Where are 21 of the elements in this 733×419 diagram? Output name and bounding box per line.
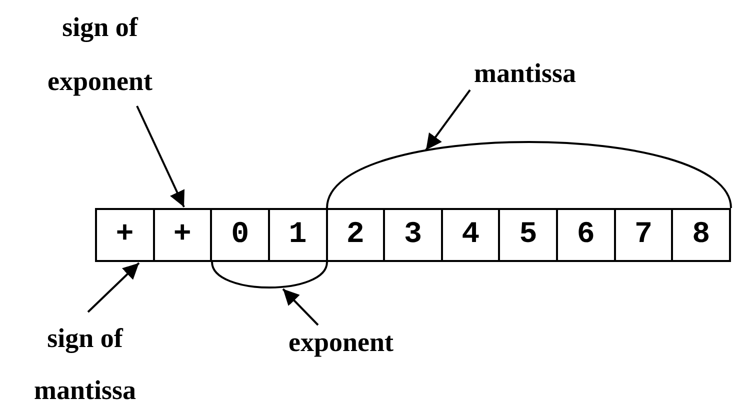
- annotation-text: exponent: [262, 324, 420, 360]
- digit-cell: +: [154, 208, 212, 262]
- digit-cell: +: [95, 208, 155, 262]
- leader-arrow: [425, 89, 471, 151]
- digit-cell: 7: [616, 208, 674, 262]
- digit-cell: 0: [212, 208, 270, 262]
- digit-cell: 6: [558, 208, 616, 262]
- digit-cell: 8: [673, 208, 731, 262]
- bracket-arc: [326, 141, 732, 208]
- digit-cell: 2: [328, 208, 386, 262]
- annotation-text: sign of exponent: [35, 0, 165, 108]
- digit-cell: 3: [385, 208, 443, 262]
- bracket-arc: [211, 262, 328, 288]
- annotation-text: sign of mantissa: [20, 312, 150, 416]
- annotation-text: mantissa: [462, 55, 588, 91]
- digit-cell: 5: [500, 208, 558, 262]
- leader-arrow: [136, 106, 185, 208]
- leader-arrow: [282, 288, 319, 326]
- digit-cell: 4: [442, 208, 500, 262]
- leader-arrow: [87, 262, 140, 313]
- digit-cell: 1: [270, 208, 328, 262]
